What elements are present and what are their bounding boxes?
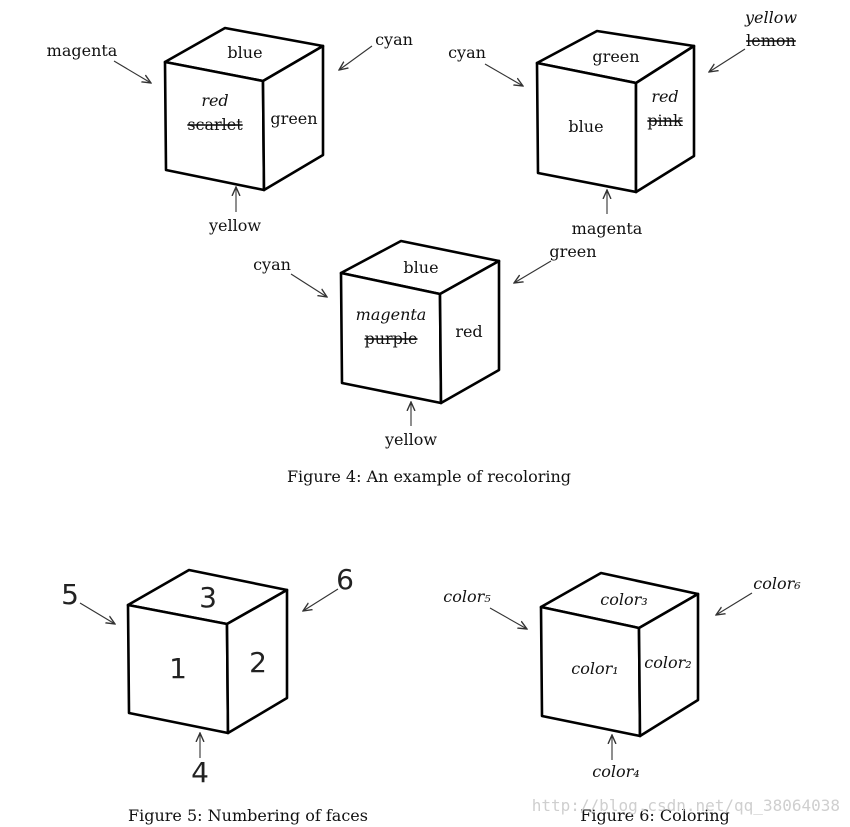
fig5-right-face <box>225 588 289 735</box>
cube2-front-label: blue <box>568 117 603 136</box>
fig4-caption: Figure 4: An example of recoloring <box>287 467 571 486</box>
fig4-cube1: blue red scarlet green magenta cyan yell… <box>47 26 413 235</box>
cube3-right-label: red <box>455 322 482 341</box>
fig5-left-number: 5 <box>61 578 79 611</box>
fig5-left-arrow <box>79 602 115 624</box>
cube2-top-label: green <box>592 47 639 66</box>
fig5-caption: Figure 5: Numbering of faces <box>128 806 368 825</box>
fig5-back-number: 6 <box>336 563 354 596</box>
cube2-bottom-arrow-label: magenta <box>572 219 643 238</box>
fig5-top-number: 3 <box>199 581 217 614</box>
cube1-right-arrow-label: cyan <box>375 30 413 49</box>
fig6-back-label: color₆ <box>753 574 801 593</box>
fig6-cube: color₃ color₁ color₂ color₅ color₆ color… <box>443 571 801 781</box>
cube3-left-arrow <box>290 273 327 297</box>
cube2-right-face <box>634 44 696 194</box>
cube3-left-arrow-label: cyan <box>253 255 291 274</box>
fig6-right-label: color₂ <box>644 653 691 672</box>
watermark-text: http://blog.csdn.net/qq_38064038 <box>532 796 840 815</box>
fig6-bottom-label: color₄ <box>592 762 639 781</box>
fig6-front-label: color₁ <box>571 659 618 678</box>
fig4-cube2: green blue red pink cyan yellow lemon ma… <box>448 8 797 238</box>
cube1-right-label: green <box>270 109 317 128</box>
fig6-right-face <box>637 592 700 738</box>
cube2-right-new-label: red <box>651 87 678 106</box>
cube2-left-arrow-label: cyan <box>448 43 486 62</box>
cube3-right-face <box>438 259 501 405</box>
fig6-right-arrow <box>716 592 753 615</box>
cube1-front-old-label: scarlet <box>187 115 243 134</box>
cube2-left-arrow <box>484 63 523 86</box>
cube3-right-arrow-label: green <box>549 242 596 261</box>
fig6-caption: Figure 6: Coloring <box>580 806 730 825</box>
fig6-left-arrow <box>489 607 527 629</box>
cube3-bottom-arrow-label: yellow <box>384 430 437 449</box>
cube1-left-arrow <box>113 60 151 83</box>
fig6-left-label: color₅ <box>443 587 491 606</box>
fig5-bottom-number: 4 <box>191 756 209 789</box>
cube1-top-label: blue <box>227 43 262 62</box>
fig5-right-arrow <box>303 588 339 611</box>
cube1-left-arrow-label: magenta <box>47 41 118 60</box>
fig6-top-label: color₃ <box>600 590 647 609</box>
cube1-right-arrow <box>339 45 373 70</box>
fig5-right-number: 2 <box>249 646 267 679</box>
fig5-front-number: 1 <box>169 652 187 685</box>
cube3-front-old-label: purple <box>364 329 417 348</box>
cube2-right-arrow-new-label: yellow <box>744 8 797 27</box>
cube3-front-new-label: magenta <box>356 305 427 324</box>
cube1-bottom-arrow-label: yellow <box>208 216 261 235</box>
cube3-top-label: blue <box>403 258 438 277</box>
cube2-right-arrow-old-label: lemon <box>746 31 796 50</box>
cube2-right-arrow <box>709 48 746 72</box>
fig4-cube3: blue magenta purple red cyan green yello… <box>253 239 597 449</box>
fig5-cube: 3 1 2 5 6 4 <box>61 563 354 789</box>
cube1-front-new-label: red <box>201 91 228 110</box>
cube3-right-arrow <box>514 260 552 283</box>
cube1-right-face <box>261 44 325 192</box>
cube2-right-old-label: pink <box>647 111 683 130</box>
